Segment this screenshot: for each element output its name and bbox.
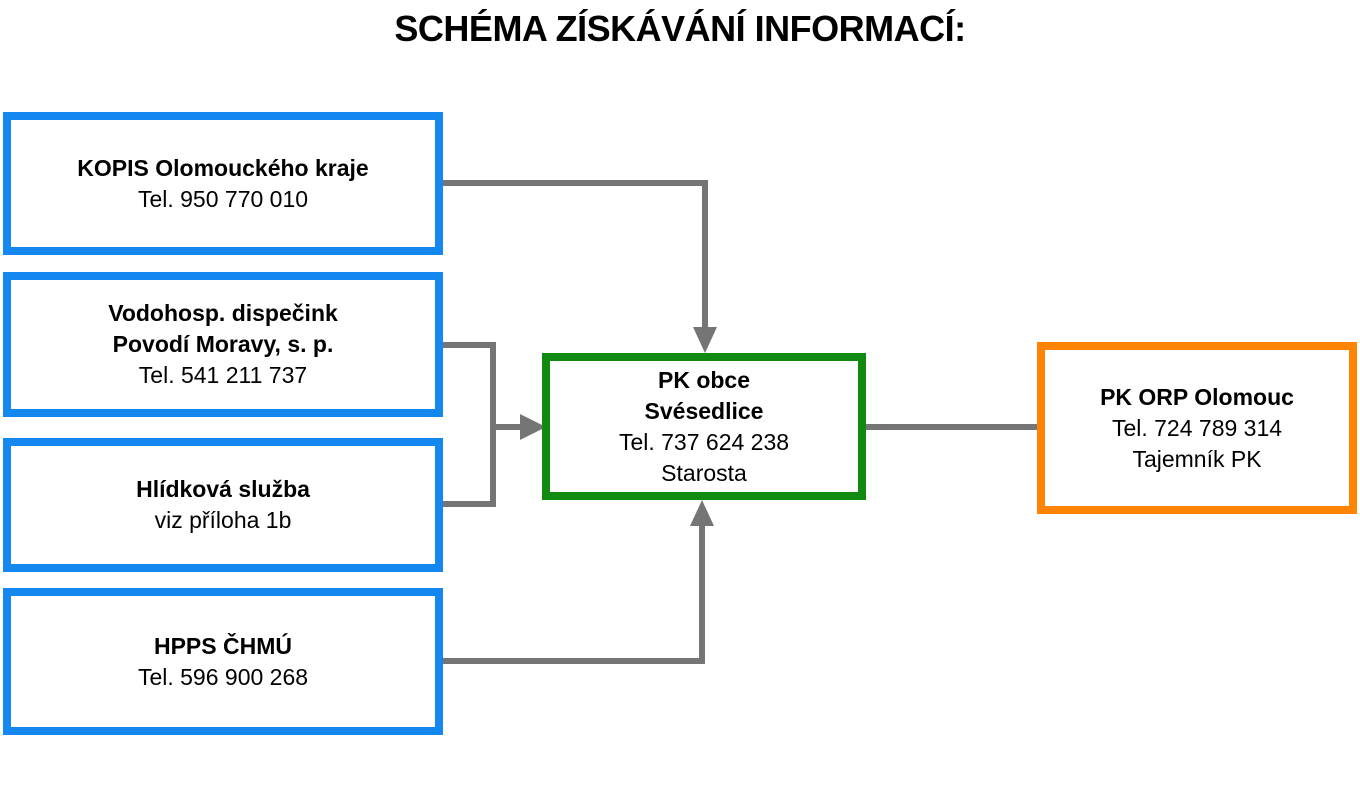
node-vodohosp-phone: Tel. 541 211 737 <box>138 362 308 388</box>
connector-pkobce-pkorp <box>860 424 1040 430</box>
node-pk-orp-phone: Tel. 724 789 314 <box>1111 414 1283 441</box>
node-pk-obce-name-line1: PK obce <box>657 366 751 393</box>
node-vodohosp: Vodohosp. dispečink Povodí Moravy, s. p.… <box>3 272 443 417</box>
node-pk-orp-name: PK ORP Olomouc <box>1100 383 1294 410</box>
node-hlidkova-note: viz příloha 1b <box>154 507 292 533</box>
node-hlidkova: Hlídková služba viz příloha 1b <box>3 438 443 572</box>
node-pk-obce-name-line2: Svésedlice <box>644 397 764 424</box>
connector-kopis-vertical <box>702 180 708 329</box>
connector-vodohosp-stub <box>440 342 496 348</box>
connector-hpps-vertical <box>699 524 705 664</box>
node-hpps-name: HPPS ČHMÚ <box>153 632 292 659</box>
node-pk-orp: PK ORP Olomouc Tel. 724 789 314 Tajemník… <box>1037 342 1357 514</box>
node-hlidkova-name: Hlídková služba <box>136 476 310 502</box>
node-pk-obce: PK obce Svésedlice Tel. 737 624 238 Star… <box>542 353 866 500</box>
connector-merge-horizontal <box>490 424 522 430</box>
node-kopis: KOPIS Olomouckého kraje Tel. 950 770 010 <box>3 112 443 255</box>
node-kopis-phone: Tel. 950 770 010 <box>137 185 309 212</box>
connector-hlidkova-stub <box>440 501 496 507</box>
node-pk-obce-role: Starosta <box>661 459 747 486</box>
arrowhead-up-icon <box>690 500 714 526</box>
node-pk-obce-phone: Tel. 737 624 238 <box>618 428 790 455</box>
arrowhead-right-icon <box>520 414 546 440</box>
node-kopis-name: KOPIS Olomouckého kraje <box>77 154 369 181</box>
node-hpps-phone: Tel. 596 900 268 <box>137 663 309 690</box>
node-vodohosp-name-line2: Povodí Moravy, s. p. <box>112 331 334 357</box>
node-hpps: HPPS ČHMÚ Tel. 596 900 268 <box>3 588 443 735</box>
diagram-title: SCHÉMA ZÍSKÁVÁNÍ INFORMACÍ: <box>394 8 966 49</box>
node-vodohosp-name-line1: Vodohosp. dispečink <box>108 300 338 326</box>
connector-hpps-horizontal <box>440 658 705 664</box>
node-pk-orp-role: Tajemník PK <box>1132 445 1262 472</box>
arrowhead-down-icon <box>693 327 717 353</box>
connector-kopis-horizontal <box>440 180 708 186</box>
